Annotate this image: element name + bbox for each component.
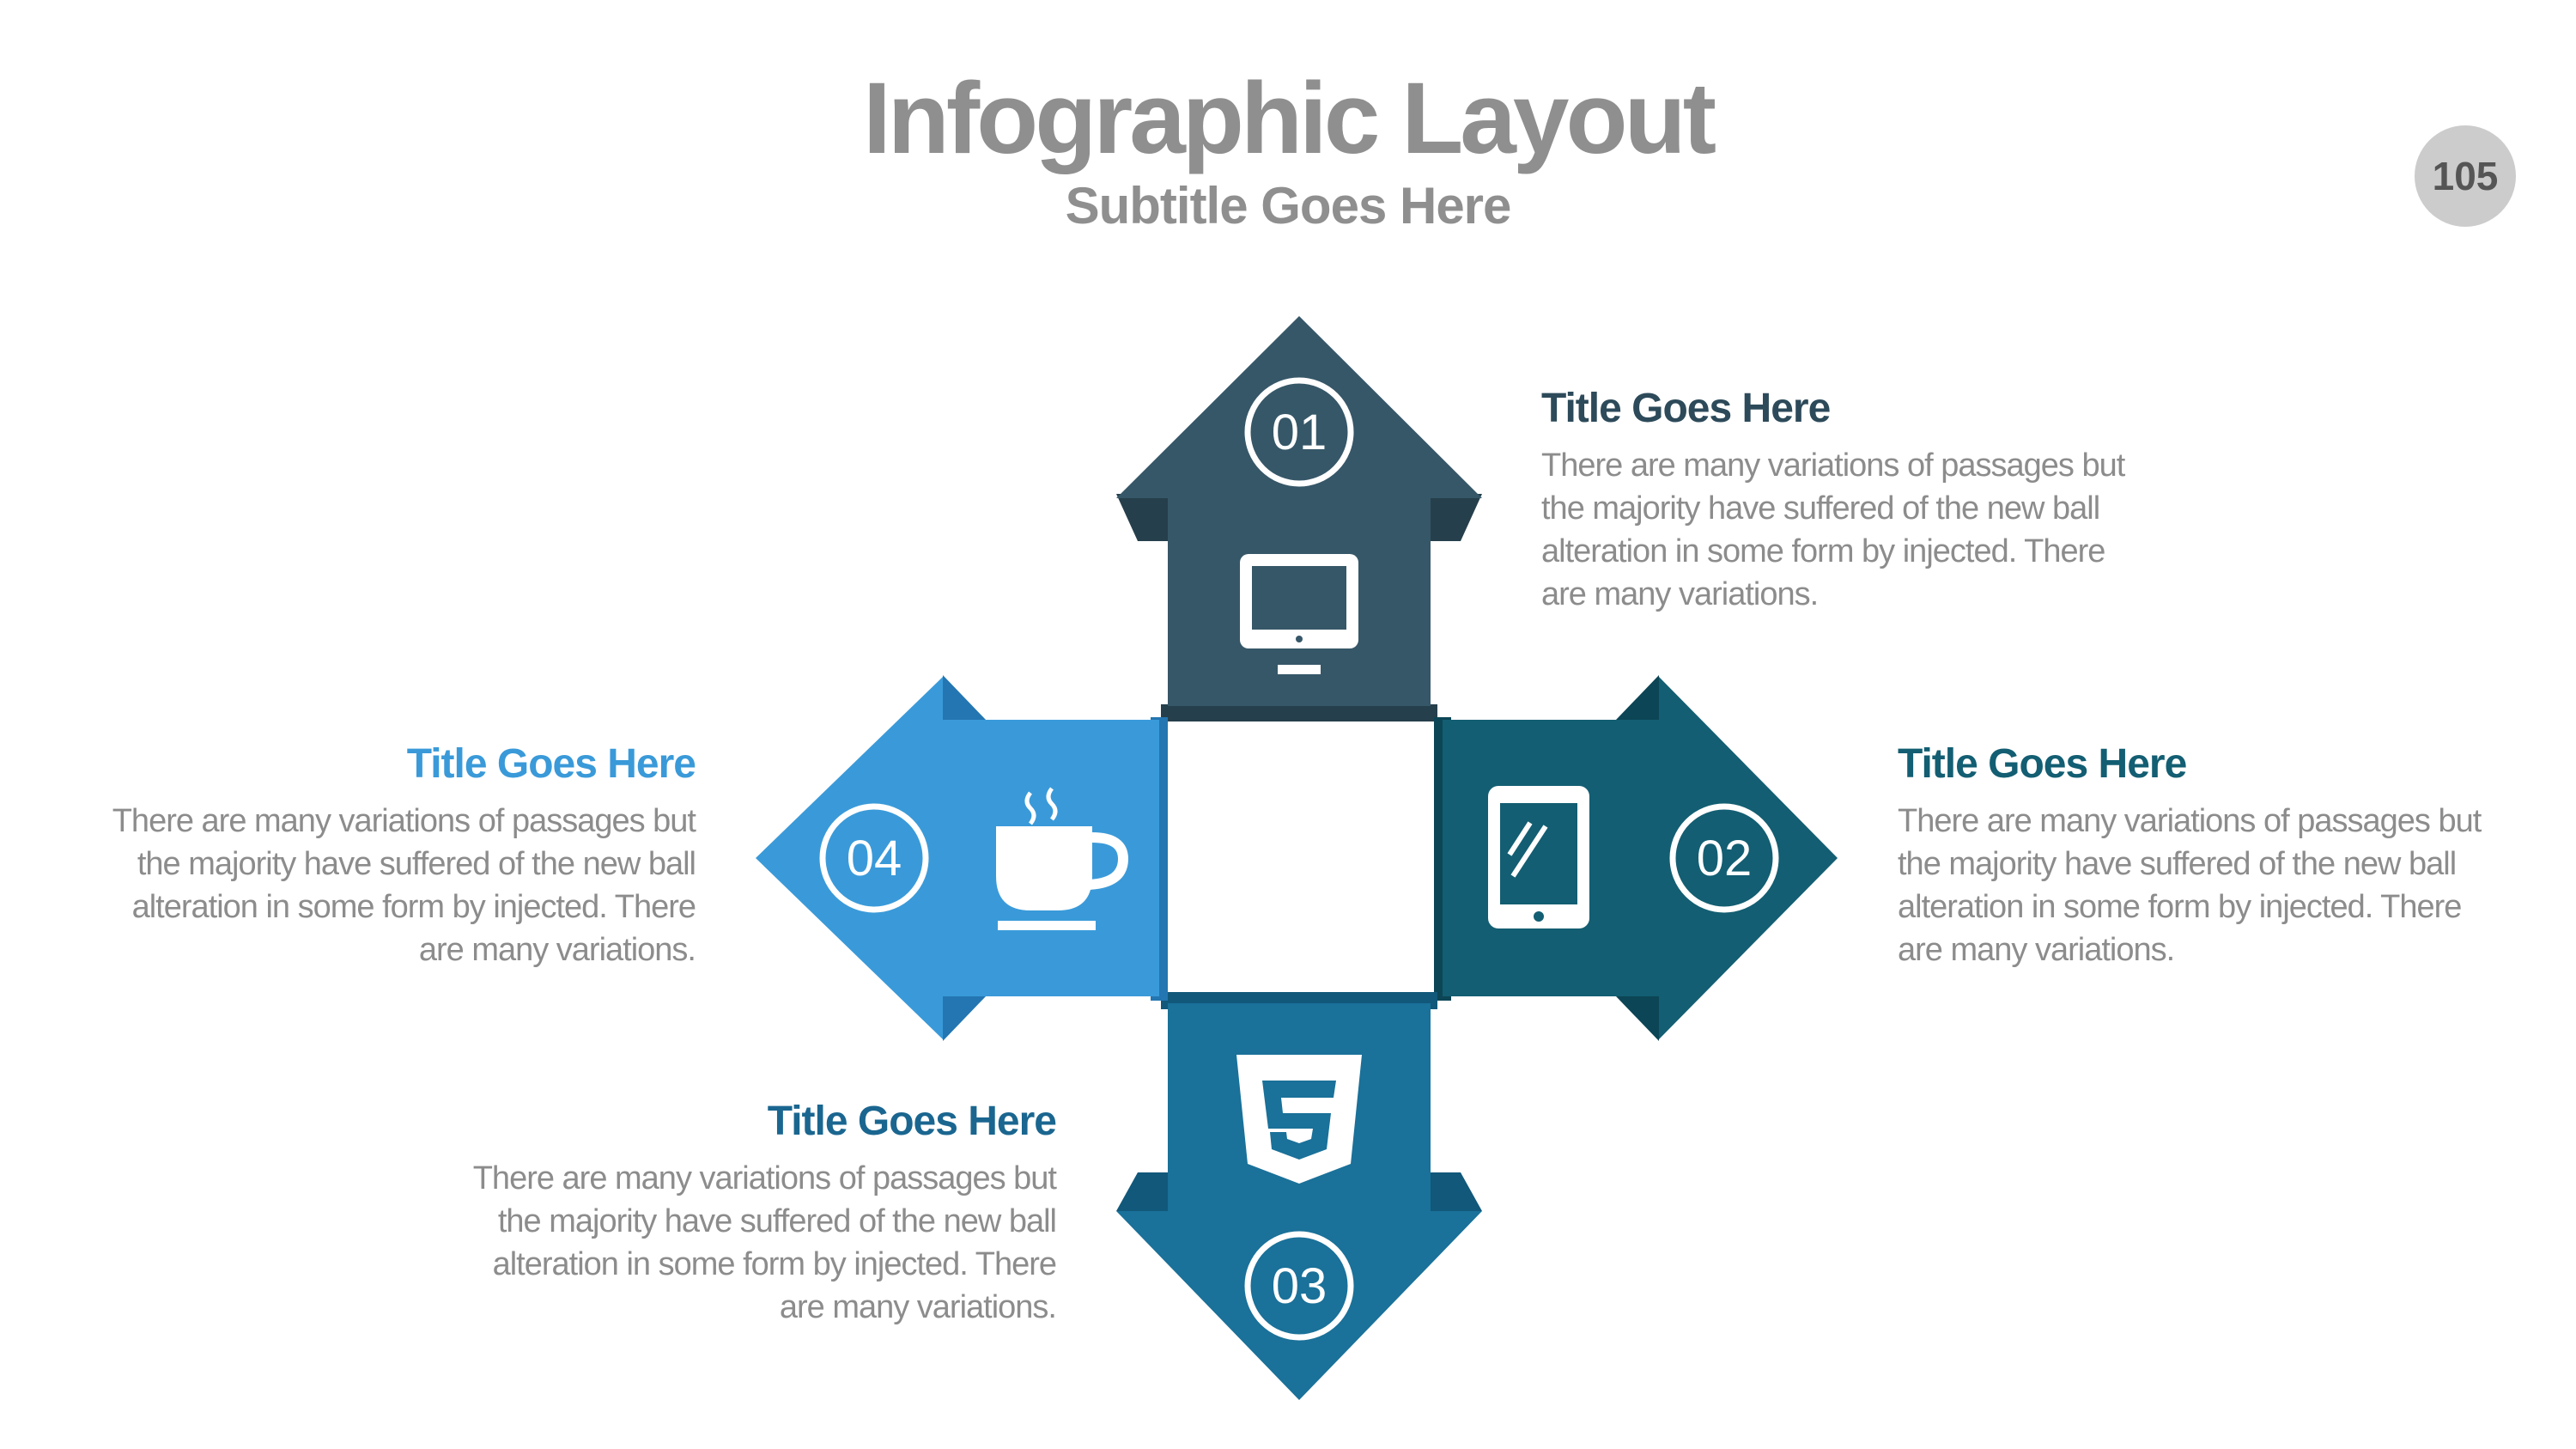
arrow-04-side-shadow-top [943,675,986,720]
arrow-01-side-shadow-left [1116,494,1168,541]
arrow-03-shape [1116,1003,1482,1400]
step-03-body-line: There are many variations of passages bu… [472,1160,1057,1196]
arrow-02-shape [1443,677,1838,1039]
arrow-02: 02 [1434,675,1838,1041]
step-01-body-line: the majority have suffered of the new ba… [1541,490,2100,527]
arrow-01-shape [1116,316,1482,706]
step-03-heading: Title Goes Here [767,1099,1057,1144]
step-02-body: There are many variations of passages bu… [1898,800,2550,971]
arrow-03-number-ring [1244,1231,1354,1341]
monitor-icon [1240,554,1358,674]
step-03-body: There are many variations of passages bu… [404,1157,1057,1329]
arrow-02-side-shadow-top [1616,675,1659,720]
step-03-body-line: alteration in some form by injected. The… [492,1246,1057,1282]
arrow-02-number: 02 [1697,831,1753,886]
step-03-body-line: are many variations. [779,1289,1057,1325]
step-01-body-line: are many variations. [1541,576,1819,612]
arrow-04-side-shadow-bottom [943,996,986,1041]
page-title: Infographic Layout [863,62,1716,175]
arrow-03-side-shadow-left [1116,1172,1168,1211]
step-03-text: Title Goes Here There are many variation… [404,1098,1057,1329]
step-02-body-line: There are many variations of passages bu… [1898,803,2482,839]
arrow-01: 01 [1116,316,1482,721]
page-subtitle: Subtitle Goes Here [1065,177,1512,234]
step-01-text: Title Goes Here There are many variation… [1541,385,2194,616]
step-03-body-line: the majority have suffered of the new ba… [497,1203,1057,1239]
step-04-body-line: are many variations. [418,932,696,968]
arrow-04: 04 [756,675,1168,1041]
arrow-02-number-ring [1669,803,1779,913]
arrow-02-side-shadow-bottom [1616,996,1659,1041]
step-04-body-line: the majority have suffered of the new ba… [137,846,696,882]
arrow-03: 03 [1116,992,1482,1400]
arrow-04-number-ring [819,803,929,913]
tablet-icon [1488,786,1589,928]
arrow-01-bottom-edge [1161,704,1437,721]
step-01-heading: Title Goes Here [1541,386,1831,431]
step-01-body: There are many variations of passages bu… [1541,444,2194,616]
coffee-cup-icon [996,787,1129,930]
arrow-01-side-shadow-right [1431,494,1482,541]
step-04-body: There are many variations of passages bu… [43,800,696,971]
arrow-04-number: 04 [847,831,902,886]
step-01-body-line: There are many variations of passages bu… [1541,447,2125,484]
arrow-03-side-shadow-right [1431,1172,1482,1211]
arrow-04-shape [756,677,1159,1039]
step-02-heading: Title Goes Here [1898,741,2187,787]
step-02-body-line: alteration in some form by injected. The… [1898,889,2462,925]
step-02-text: Title Goes Here There are many variation… [1898,740,2550,971]
arrow-01-number: 01 [1272,405,1327,460]
arrow-03-number: 03 [1272,1258,1327,1314]
page-number-badge: 105 [2415,125,2516,227]
step-04-text: Title Goes Here There are many variation… [43,740,696,971]
step-02-body-line: are many variations. [1898,932,2175,968]
html5-icon [1236,1055,1362,1184]
arrow-01-number-ring [1244,377,1354,487]
step-04-body-line: There are many variations of passages bu… [112,803,696,839]
step-02-body-line: the majority have suffered of the new ba… [1898,846,2457,882]
step-04-heading: Title Goes Here [406,741,696,787]
step-04-body-line: alteration in some form by injected. The… [131,889,696,925]
step-01-body-line: alteration in some form by injected. The… [1541,533,2105,569]
